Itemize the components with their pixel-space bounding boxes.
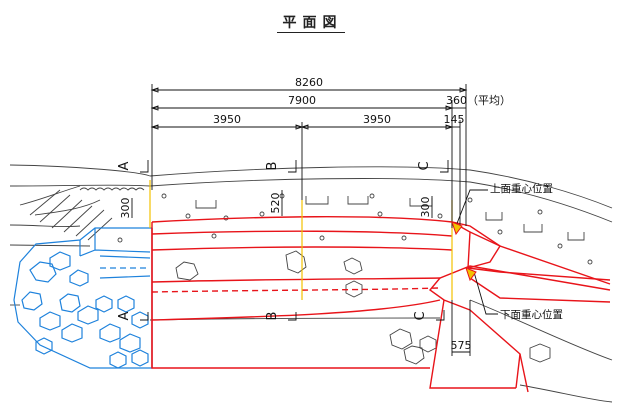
title-text: 平面図 (276, 15, 345, 33)
upper-centroid-label: 上面重心位置 (490, 182, 553, 195)
dim-offset-c: 300 (419, 197, 432, 218)
terrain-lines (9, 164, 613, 403)
drawing-title: 平面図 (0, 12, 621, 33)
dim-end-avg: 360（平均） (446, 94, 511, 107)
dim-offset-b: 520 (269, 193, 282, 214)
lower-centroid-label: 下面重心位置 (500, 308, 563, 321)
dim-main: 7900 (288, 94, 316, 107)
dim-left-span: 3950 (213, 113, 241, 126)
section-b-bottom: B (265, 312, 280, 321)
section-a-bottom: A (117, 311, 132, 320)
dimension-lines (131, 84, 498, 356)
centroid-markers (451, 221, 477, 282)
dim-right-span: 3950 (363, 113, 391, 126)
new-structure (151, 216, 611, 393)
section-c-top: C (417, 161, 432, 170)
new-structure-dashed (151, 287, 439, 293)
dim-offset-a: 300 (119, 198, 132, 219)
upper-centroid-marker (451, 221, 463, 236)
section-a-top: A (117, 161, 132, 170)
dim-145: 145 (444, 113, 465, 126)
existing-structure (13, 227, 153, 369)
dim-total: 8260 (295, 76, 323, 89)
centroid-lines (149, 180, 453, 300)
section-c-bottom: C (413, 311, 428, 320)
lower-centroid-marker (465, 267, 477, 282)
dim-575: 575 (451, 339, 472, 352)
section-b-top: B (265, 162, 280, 171)
